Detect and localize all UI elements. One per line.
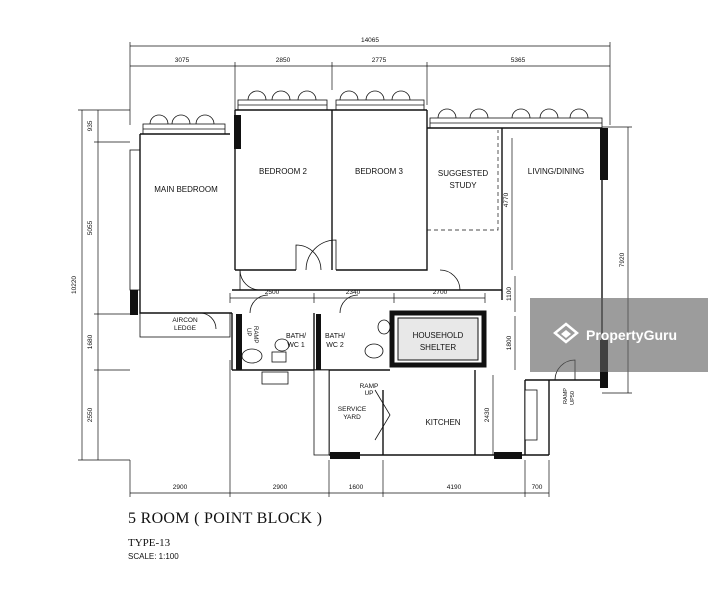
windows	[129, 90, 603, 291]
dim-top-4: 5365	[511, 57, 526, 64]
label-kitchen: KITCHEN	[425, 418, 460, 427]
fixtures	[241, 319, 538, 456]
dim-left-1: 935	[87, 120, 94, 131]
dim-left-4: 2550	[87, 407, 94, 422]
shelter-walls	[389, 310, 487, 368]
label-service-2: YARD	[343, 414, 361, 421]
dim-left-2: 5055	[87, 220, 94, 235]
aircon-ledge	[139, 312, 231, 338]
room-labels: MAIN BEDROOM BEDROOM 2 BEDROOM 3 SUGGEST…	[154, 167, 584, 427]
watermark: PropertyGuru	[530, 298, 708, 372]
label-bath2-2: WC 2	[326, 342, 344, 349]
dimension-labels: 14065 3075 2850 2775 5365 2900 2900 1600…	[71, 37, 626, 491]
dim-4770: 4770	[503, 192, 510, 207]
label-study-1: SUGGESTED	[438, 169, 488, 178]
label-main-bedroom: MAIN BEDROOM	[154, 185, 218, 194]
plan-type: TYPE-13	[128, 537, 171, 549]
dim-1800: 1800	[506, 335, 513, 350]
dim-corridor-1: 2500	[265, 289, 280, 296]
label-ramp-bath1-1: RAMP	[252, 326, 258, 343]
label-ramp50-2: UP50	[570, 391, 576, 405]
study-partition	[427, 130, 499, 231]
label-bath1-2: WC 1	[287, 342, 305, 349]
dim-overall: 14065	[361, 37, 379, 44]
label-bedroom-3: BEDROOM 3	[355, 167, 404, 176]
label-bath2-1: BATH/	[325, 333, 345, 340]
label-shelter-1: HOUSEHOLD	[413, 331, 464, 340]
label-ramp-yard-2: UP	[364, 390, 373, 397]
dim-bottom-2: 2900	[273, 484, 288, 491]
label-aircon-2: LEDGE	[174, 325, 197, 332]
plan-scale: SCALE: 1:100	[128, 552, 179, 561]
dim-right-total: 7920	[619, 252, 626, 267]
dim-top-2: 2850	[276, 57, 291, 64]
shelter-interior	[397, 317, 479, 361]
dim-top-3: 2775	[372, 57, 387, 64]
dim-bottom-3: 1600	[349, 484, 364, 491]
label-ramp50-1: RAMP	[563, 388, 569, 404]
label-living: LIVING/DINING	[528, 167, 584, 176]
dim-bottom-4: 4190	[447, 484, 462, 491]
dim-bottom-1: 2900	[173, 484, 188, 491]
label-study-2: STUDY	[449, 181, 477, 190]
plan-title: 5 ROOM ( POINT BLOCK )	[128, 510, 323, 527]
label-ramp-yard-1: RAMP	[360, 383, 379, 390]
dim-1100: 1100	[506, 287, 513, 301]
label-aircon-1: AIRCON	[172, 317, 198, 324]
label-ramp-bath1-2: UP	[245, 328, 251, 336]
label-service-1: SERVICE	[338, 406, 367, 413]
dim-bottom-5: 700	[532, 484, 543, 491]
label-shelter-2: SHELTER	[420, 343, 457, 352]
watermark-text: PropertyGuru	[586, 327, 678, 343]
dim-left-3: 1680	[87, 334, 94, 349]
dim-left-total: 10220	[71, 276, 78, 294]
label-bedroom-2: BEDROOM 2	[259, 167, 308, 176]
floor-plan: 14065 3075 2850 2775 5365 2900 2900 1600…	[71, 37, 632, 497]
dim-corridor-2: 2340	[346, 289, 361, 296]
dim-top-1: 3075	[175, 57, 190, 64]
house-logo-icon	[553, 322, 579, 344]
label-bath1-1: BATH/	[286, 333, 306, 340]
dim-2430: 2430	[484, 407, 491, 422]
dim-corridor-3: 2700	[433, 289, 448, 296]
